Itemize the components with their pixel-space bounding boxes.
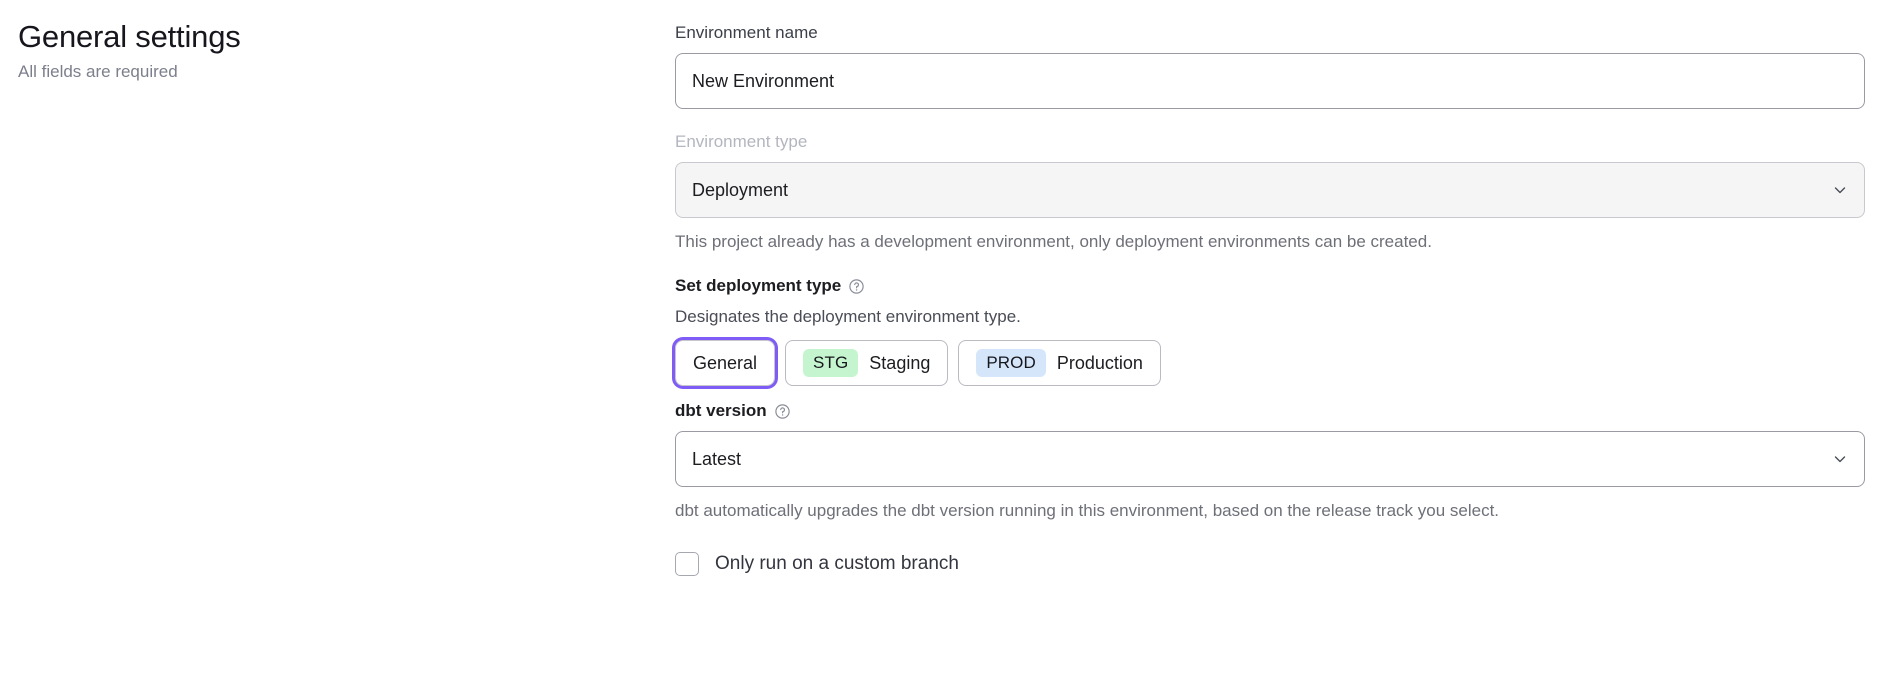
environment-type-label: Environment type	[675, 132, 808, 151]
deployment-type-description: Designates the deployment environment ty…	[675, 307, 1021, 326]
environment-type-select[interactable]: Deployment	[675, 162, 1865, 218]
deployment-type-field-group: Set deployment type Designates the deplo…	[675, 275, 1865, 386]
deployment-type-option-production-label: Production	[1056, 352, 1143, 373]
deployment-type-option-general[interactable]: General	[675, 340, 776, 386]
environment-name-field-group: Environment name New Environment	[675, 22, 1865, 109]
deployment-type-label: Set deployment type	[675, 276, 842, 295]
deployment-type-option-production[interactable]: PROD Production	[958, 340, 1161, 386]
settings-form: Environment name New Environment Environ…	[675, 22, 1865, 576]
page-title: General settings	[18, 19, 241, 54]
deployment-type-option-staging[interactable]: STG Staging	[785, 340, 949, 386]
spacer	[675, 253, 1865, 275]
custom-branch-row: Only run on a custom branch	[675, 552, 1865, 576]
question-circle-icon[interactable]	[848, 278, 865, 295]
environment-name-input[interactable]: New Environment	[675, 53, 1865, 109]
settings-header: General settings All fields are required	[18, 18, 518, 83]
custom-branch-checkbox[interactable]	[675, 552, 699, 576]
production-badge: PROD	[976, 349, 1046, 377]
spacer	[675, 109, 1865, 131]
dbt-version-value: Latest	[692, 448, 742, 469]
environment-name-label: Environment name	[675, 23, 818, 42]
dbt-version-field-group: dbt version Latest dbt automatica	[675, 400, 1865, 522]
chevron-down-icon	[1832, 451, 1848, 467]
deployment-type-options: General STG Staging PROD Production	[675, 340, 1865, 386]
page-subtitle: All fields are required	[18, 61, 178, 81]
dbt-version-label-row: dbt version	[675, 400, 1865, 422]
deployment-type-option-general-label: General	[693, 352, 758, 373]
environment-type-value: Deployment	[692, 179, 789, 200]
spacer	[675, 386, 1865, 400]
environment-type-field-group: Environment type Deployment This project…	[675, 131, 1865, 253]
question-circle-icon[interactable]	[774, 403, 791, 420]
deployment-type-label-row: Set deployment type	[675, 275, 1865, 297]
dbt-version-helper-text: dbt automatically upgrades the dbt versi…	[675, 501, 1500, 520]
chevron-down-icon	[1832, 182, 1848, 198]
dbt-version-select[interactable]: Latest	[675, 431, 1865, 487]
deployment-type-option-staging-label: Staging	[869, 352, 931, 373]
custom-branch-label[interactable]: Only run on a custom branch	[715, 553, 959, 574]
dbt-version-label: dbt version	[675, 401, 767, 420]
staging-badge: STG	[803, 349, 859, 377]
environment-type-helper-text: This project already has a development e…	[675, 232, 1432, 251]
